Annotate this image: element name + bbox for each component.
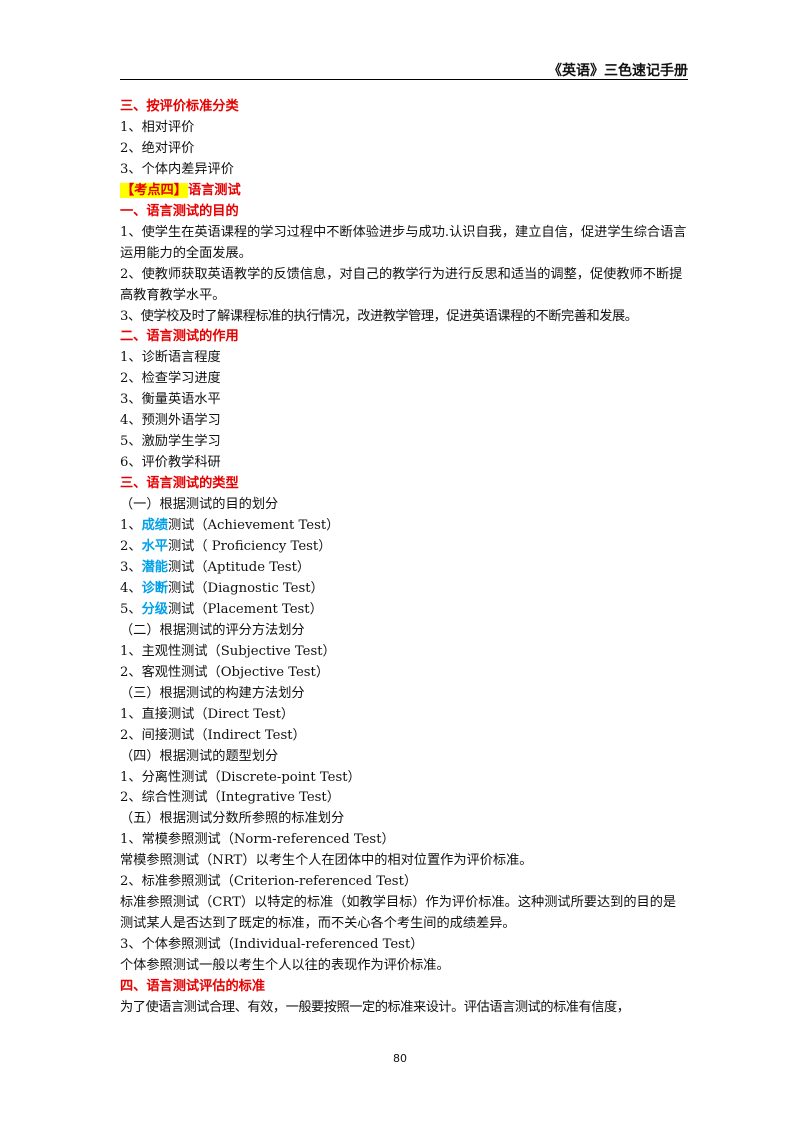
subheading: （三）根据测试的构建方法划分 [120, 685, 305, 701]
list-item: 2、检查学习进度 [120, 371, 221, 387]
header-divider [120, 79, 688, 80]
list-item: 4、预测外语学习 [120, 413, 221, 429]
list-item: 1、诊断语言程度 [120, 350, 221, 366]
section-heading-evaluation-criteria: 三、按评价标准分类 [120, 99, 239, 114]
item-number: 3、 [120, 559, 142, 575]
page-number: 80 [393, 1052, 407, 1065]
paragraph: 1、使学生在英语课程的学习过程中不断体验进步与成功.认识自我，建立自信，促进学生… [120, 224, 687, 261]
section-heading-purpose: 一、语言测试的目的 [120, 203, 239, 219]
paragraph: 个体参照测试一般以考生个人以往的表现作为评价标准。 [120, 958, 450, 974]
list-item: 2、间接测试（Indirect Test） [120, 727, 306, 743]
highlight-keyword: 水平 [141, 539, 168, 555]
paragraph: 3、使学校及时了解课程标准的执行情况，改进教学管理，促进英语课程的不断完善和发展… [120, 308, 638, 324]
item-text: 测试（Placement Test） [167, 601, 323, 617]
item-text: 测试（Aptitude Test） [167, 559, 311, 575]
list-item: 3、个体内差异评价 [120, 161, 234, 177]
list-item: 1、相对评价 [120, 119, 195, 135]
kaodian-title: 语言测试 [187, 182, 241, 198]
section-heading-types: 三、语言测试的类型 [120, 476, 239, 492]
list-item: 3、潜能测试（Aptitude Test） [120, 558, 688, 579]
highlight-keyword: 诊断 [141, 580, 168, 596]
list-item: 1、成绩测试（Achievement Test） [120, 516, 688, 537]
highlight-keyword: 潜能 [141, 559, 168, 575]
list-item: 6、评价教学科研 [120, 455, 221, 471]
highlight-keyword: 分级 [141, 601, 168, 617]
kaodian-tag: 【考点四】 [120, 182, 188, 198]
item-number: 2、 [120, 539, 142, 555]
list-item: 1、分离性测试（Discrete-point Test） [120, 769, 361, 785]
subheading: （二）根据测试的评分方法划分 [120, 622, 305, 638]
paragraph: 常模参照测试（NRT）以考生个人在团体中的相对位置作为评价标准。 [120, 853, 533, 869]
item-text: 测试（Achievement Test） [167, 518, 340, 534]
list-item: 3、衡量英语水平 [120, 392, 221, 408]
section-heading-functions: 二、语言测试的作用 [120, 329, 239, 345]
list-item: 5、激励学生学习 [120, 434, 221, 450]
subheading: （五）根据测试分数所参照的标准划分 [120, 811, 345, 827]
subheading: （一）根据测试的目的划分 [120, 497, 279, 513]
paragraph: 为了使语言测试合理、有效，一般要按照一定的标准来设计。评估语言测试的标准有信度， [120, 999, 630, 1015]
list-item: 2、绝对评价 [120, 140, 195, 156]
list-item: 2、综合性测试（Integrative Test） [120, 790, 340, 806]
item-number: 5、 [120, 601, 142, 617]
list-item: 3、个体参照测试（Individual-referenced Test） [120, 937, 424, 953]
list-item: 2、标准参照测试（Criterion-referenced Test） [120, 874, 418, 890]
item-number: 4、 [120, 580, 142, 596]
item-text: 测试（Diagnostic Test） [167, 580, 324, 596]
subheading: （四）根据测试的题型划分 [120, 748, 279, 764]
header-title: 《英语》三色速记手册 [548, 63, 688, 79]
section-heading-evaluation-standards: 四、语言测试评估的标准 [120, 979, 266, 995]
list-item: 2、客观性测试（Objective Test） [120, 664, 330, 680]
highlight-keyword: 成绩 [141, 518, 168, 534]
list-item: 1、常模参照测试（Norm-referenced Test） [120, 832, 395, 848]
item-text: 测试（ Proficiency Test） [167, 539, 332, 555]
item-number: 1、 [120, 518, 142, 534]
list-item: 1、直接测试（Direct Test） [120, 706, 295, 722]
list-item: 2、水平测试（ Proficiency Test） [120, 537, 688, 558]
paragraph: 2、使教师获取英语教学的反馈信息，对自己的教学行为进行反思和适当的调整，促使教师… [120, 266, 683, 303]
list-item: 5、分级测试（Placement Test） [120, 600, 688, 621]
kaodian-heading: 【考点四】语言测试 [120, 181, 688, 202]
paragraph: 标准参照测试（CRT）以特定的标准（如教学目标）作为评价标准。这种测试所要达到的… [120, 895, 677, 932]
page-content: 三、按评价标准分类 1、相对评价 2、绝对评价 3、个体内差异评价 【考点四】语… [120, 97, 688, 1019]
list-item: 1、主观性测试（Subjective Test） [120, 643, 336, 659]
list-item: 4、诊断测试（Diagnostic Test） [120, 579, 688, 600]
